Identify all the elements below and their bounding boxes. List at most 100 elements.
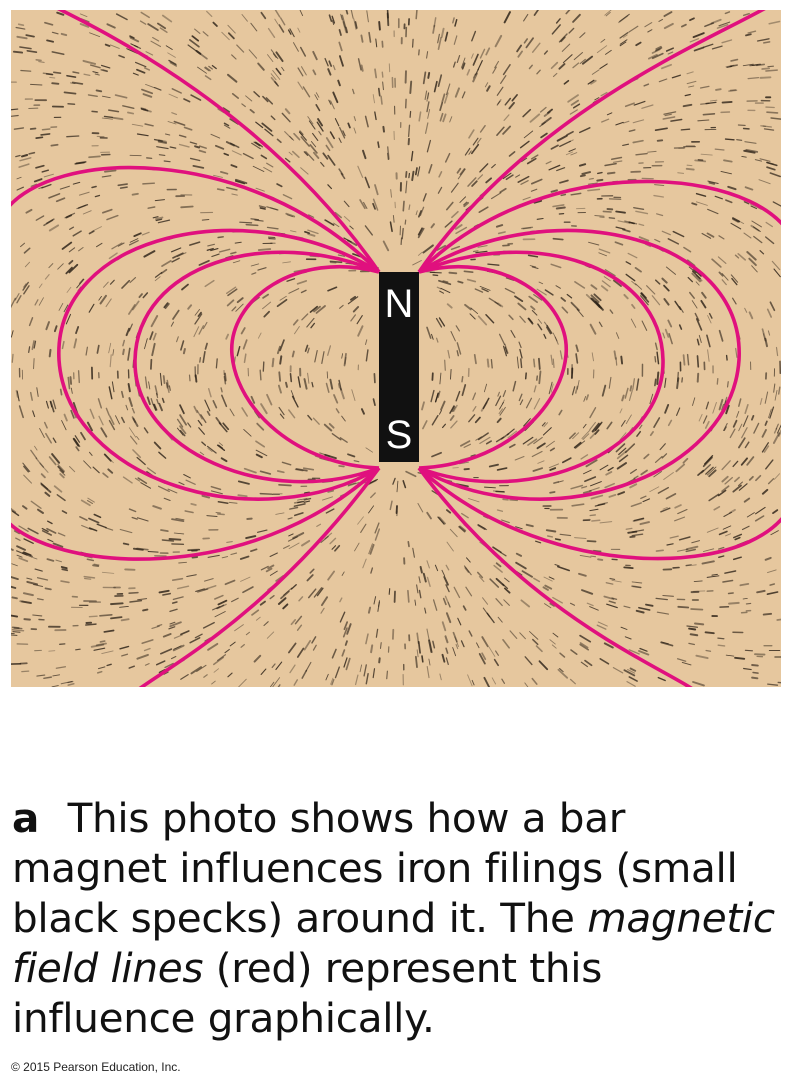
iron-filing bbox=[203, 67, 210, 72]
iron-filing bbox=[143, 647, 151, 652]
iron-filing bbox=[505, 277, 515, 281]
iron-filing bbox=[444, 635, 449, 644]
iron-filing bbox=[211, 680, 216, 685]
iron-filing bbox=[241, 407, 248, 417]
iron-filing bbox=[56, 494, 66, 502]
iron-filing bbox=[225, 141, 236, 147]
iron-filing bbox=[194, 145, 201, 149]
iron-filing bbox=[543, 321, 548, 327]
iron-filing bbox=[346, 623, 352, 635]
iron-filing bbox=[555, 206, 566, 210]
iron-filing bbox=[104, 454, 114, 464]
iron-filing bbox=[172, 596, 184, 601]
iron-filing bbox=[519, 315, 526, 323]
iron-filing bbox=[72, 181, 81, 185]
iron-filing bbox=[442, 597, 447, 606]
iron-filing bbox=[197, 419, 203, 426]
iron-filing bbox=[514, 455, 525, 461]
iron-filing bbox=[28, 317, 34, 327]
iron-filing bbox=[373, 596, 377, 605]
iron-filing bbox=[542, 586, 549, 591]
iron-filing bbox=[441, 93, 446, 103]
iron-filing bbox=[640, 292, 647, 299]
iron-filing bbox=[187, 44, 197, 52]
iron-filing bbox=[89, 408, 95, 419]
iron-filing bbox=[590, 494, 604, 500]
iron-filing bbox=[285, 212, 296, 218]
iron-filing bbox=[360, 64, 364, 72]
iron-filing bbox=[171, 88, 182, 94]
iron-filing bbox=[365, 672, 369, 685]
iron-filing bbox=[160, 268, 168, 275]
iron-filing bbox=[55, 666, 67, 669]
iron-filing bbox=[289, 373, 293, 383]
iron-filing bbox=[325, 382, 330, 393]
iron-filing bbox=[236, 44, 245, 53]
iron-filing bbox=[224, 579, 236, 586]
iron-filing bbox=[633, 475, 639, 480]
iron-filing bbox=[611, 579, 622, 583]
iron-filing bbox=[623, 34, 628, 38]
iron-filing bbox=[669, 535, 679, 539]
iron-filing bbox=[339, 55, 344, 67]
iron-filing bbox=[537, 460, 545, 464]
iron-filing bbox=[136, 68, 146, 74]
iron-filing bbox=[190, 502, 197, 506]
iron-filing bbox=[434, 564, 439, 572]
iron-filing bbox=[661, 453, 668, 459]
iron-filing bbox=[57, 263, 64, 270]
iron-filing bbox=[308, 120, 316, 130]
iron-filing bbox=[635, 41, 642, 47]
iron-filing bbox=[59, 469, 66, 476]
iron-filing bbox=[550, 354, 554, 366]
iron-filing bbox=[465, 586, 473, 597]
iron-filing bbox=[121, 390, 124, 398]
iron-filing bbox=[452, 17, 455, 24]
iron-filing bbox=[570, 152, 578, 156]
iron-filing bbox=[463, 201, 468, 206]
iron-filing bbox=[672, 230, 685, 238]
iron-filing bbox=[382, 81, 384, 91]
iron-filing bbox=[38, 461, 45, 468]
iron-filing bbox=[468, 150, 472, 155]
iron-filing bbox=[649, 431, 654, 437]
iron-filing bbox=[499, 187, 507, 194]
iron-filing bbox=[716, 378, 719, 385]
iron-filing bbox=[628, 649, 640, 655]
iron-filing bbox=[88, 451, 93, 456]
iron-filing bbox=[333, 222, 340, 228]
iron-filing bbox=[251, 142, 261, 150]
iron-filing bbox=[347, 296, 359, 305]
iron-filing bbox=[763, 128, 775, 131]
iron-filing bbox=[193, 405, 198, 414]
iron-filing bbox=[32, 557, 38, 560]
iron-filing bbox=[555, 285, 561, 289]
iron-filing bbox=[279, 413, 285, 419]
iron-filing bbox=[529, 265, 537, 268]
iron-filing bbox=[18, 525, 29, 532]
iron-filing bbox=[22, 505, 28, 510]
iron-filing bbox=[305, 661, 312, 672]
iron-filing bbox=[30, 183, 38, 187]
iron-filing bbox=[623, 566, 634, 569]
iron-filing bbox=[769, 406, 775, 419]
iron-filing bbox=[655, 45, 662, 51]
iron-filing bbox=[531, 450, 543, 458]
iron-filing bbox=[454, 87, 460, 98]
iron-filing bbox=[493, 564, 503, 573]
iron-filing bbox=[44, 491, 51, 497]
iron-filing bbox=[223, 152, 230, 156]
iron-filing bbox=[236, 345, 241, 357]
iron-filing bbox=[51, 31, 59, 35]
iron-filing bbox=[522, 227, 532, 230]
iron-filing bbox=[250, 395, 256, 404]
iron-filing bbox=[446, 541, 454, 552]
iron-filing bbox=[567, 94, 579, 103]
iron-filing bbox=[22, 592, 34, 597]
iron-filing bbox=[494, 60, 500, 69]
iron-filing bbox=[492, 66, 497, 74]
iron-filing bbox=[619, 408, 623, 414]
iron-filing bbox=[443, 92, 449, 104]
iron-filing bbox=[210, 248, 219, 252]
iron-filing bbox=[267, 27, 276, 38]
